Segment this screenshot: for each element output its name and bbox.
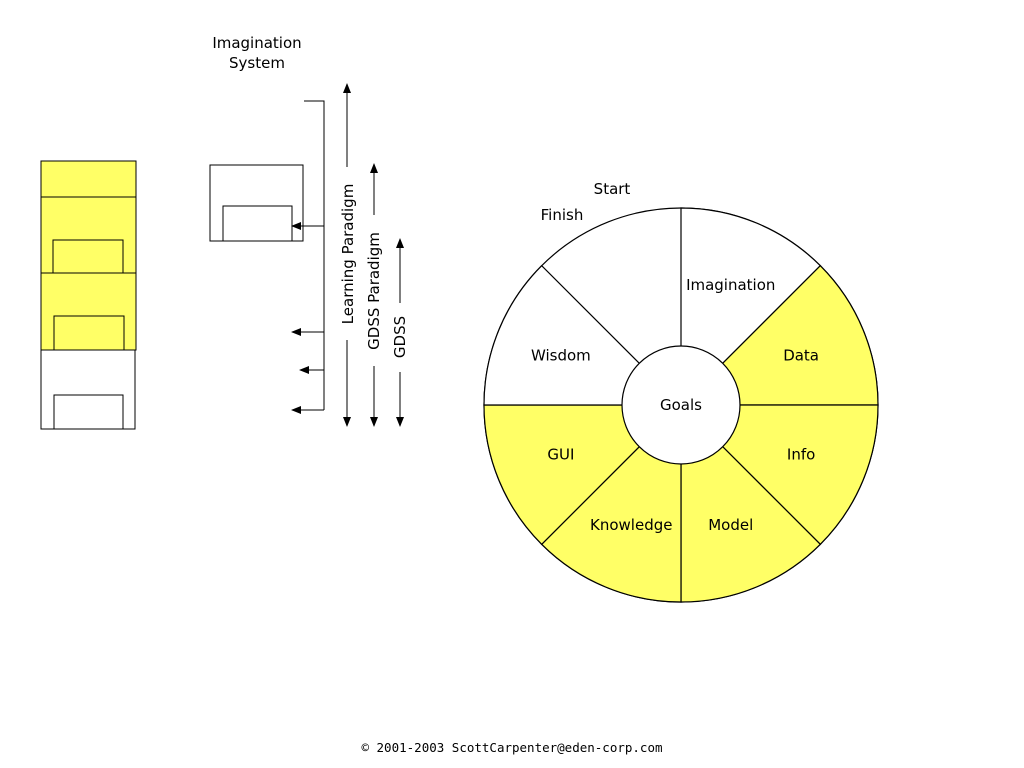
stacked-blocks <box>40 160 137 430</box>
wheel-label-gui: GUI <box>547 446 574 464</box>
finish-label: Finish <box>541 206 584 224</box>
stack-block-2-inner <box>52 239 124 274</box>
imagination-system-inner-box <box>222 205 293 242</box>
wheel-label-model: Model <box>708 516 753 534</box>
wheel-label-knowledge: Knowledge <box>590 516 672 534</box>
stack-block-3-inner <box>53 315 125 351</box>
wheel-label-data: Data <box>783 346 819 364</box>
gdss-arrow: GDSS <box>391 238 409 427</box>
wheel-segment-info <box>679 404 879 546</box>
learning-paradigm-label: Learning Paradigm <box>339 184 357 325</box>
wheel-segment-gui <box>483 404 683 546</box>
wheel-label-info: Info <box>787 446 815 464</box>
footer-copyright: © 2001-2003 ScottCarpenter@eden-corp.com <box>361 740 662 755</box>
start-label: Start <box>594 180 631 198</box>
wheel-segment-wisdom <box>483 264 683 406</box>
goals-hub <box>621 345 741 465</box>
wheel-segment-imagination <box>680 207 822 407</box>
imagination-system-label-line2: System <box>229 54 285 72</box>
wheel-segment-data <box>679 264 879 406</box>
stack-block-top <box>40 160 137 198</box>
wheel-label-imagination: Imagination <box>686 276 775 294</box>
goals-label: Goals <box>660 396 702 414</box>
wheel-segment-model <box>680 403 822 603</box>
learning-paradigm-arrow: Learning Paradigm <box>339 83 357 427</box>
gdss-paradigm-label: GDSS Paradigm <box>365 232 383 350</box>
feedback-bracket <box>291 100 325 414</box>
gdss-label: GDSS <box>391 316 409 358</box>
gdss-paradigm-arrow: GDSS Paradigm <box>365 163 383 427</box>
imagination-system-label-line1: Imagination <box>212 34 301 52</box>
stack-block-bottom-inner <box>53 394 124 430</box>
wheel-label-wisdom: Wisdom <box>531 346 591 364</box>
wheel-segment-knowledge <box>540 403 682 603</box>
